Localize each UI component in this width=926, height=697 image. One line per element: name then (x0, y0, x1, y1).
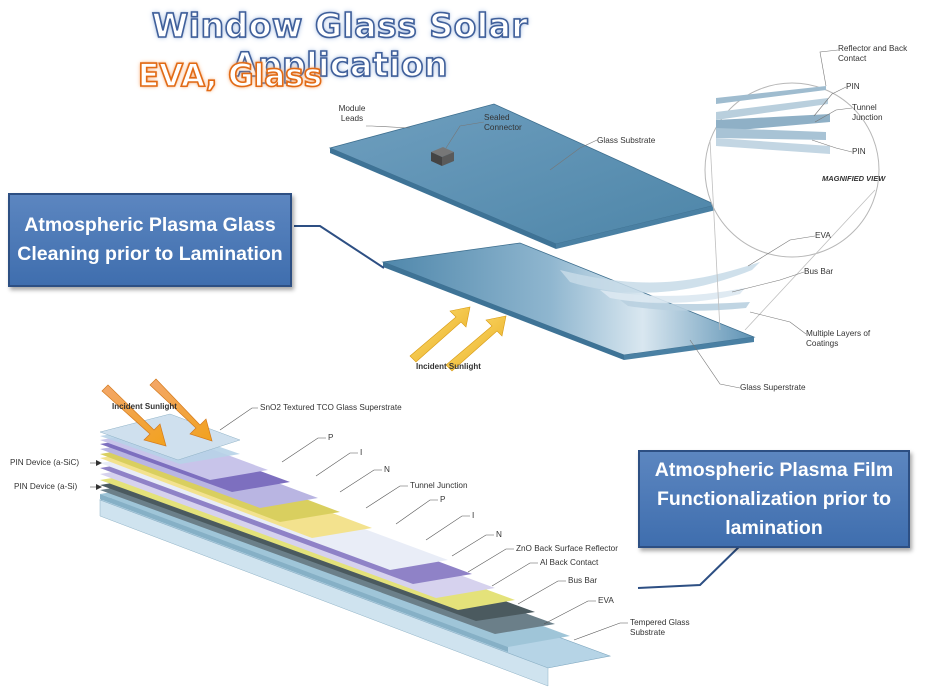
label-multiple-layers: Multiple Layers of Coatings (806, 329, 871, 348)
label-n-2: N (496, 530, 502, 539)
label-al-back-contact: Al Back Contact (540, 558, 599, 567)
label-bus-bar-top: Bus Bar (804, 267, 834, 276)
magnified-view-circle (704, 82, 880, 331)
label-bus-bar-bottom: Bus Bar (568, 576, 598, 585)
label-tunnel-junction-top: Tunnel Junction (852, 103, 883, 122)
label-pin-2: PIN (852, 147, 866, 156)
label-p-2: P (440, 495, 446, 504)
label-incident-sunlight-bottom: Incident Sunlight (112, 402, 177, 411)
plasma-glass-cleaning-text: Atmospheric Plasma Glass Cleaning prior … (17, 214, 283, 265)
bottom-leader-lines (90, 407, 628, 641)
page-title: Window Glass Solar Application (151, 5, 529, 85)
label-incident-sunlight-top: Incident Sunlight (416, 362, 481, 371)
label-pin-device-asi: PIN Device (a-Si) (14, 482, 78, 491)
top-callout-connector (294, 225, 385, 269)
label-sealed-connector: Sealed Connector (484, 113, 522, 132)
bottom-sunlight-arrows (101, 378, 213, 447)
label-module-leads: Module Leads (338, 104, 366, 123)
top-leader-lines (366, 49, 853, 389)
page-subtitle: EVA, Glass (137, 57, 323, 95)
label-zno-reflector: ZnO Back Surface Reflector (516, 544, 618, 553)
plasma-glass-cleaning-callout: Atmospheric Plasma Glass Cleaning prior … (8, 193, 292, 287)
bottom-callout-connector (637, 539, 747, 589)
sealed-connector-box (431, 147, 454, 166)
label-sno2-superstrate: SnO2 Textured TCO Glass Superstrate (260, 403, 402, 412)
middle-glass-superstrate (381, 242, 760, 360)
top-glass-substrate (328, 103, 718, 249)
label-tunnel-junction-bottom: Tunnel Junction (410, 481, 468, 490)
label-glass-substrate: Glass Substrate (597, 136, 656, 145)
label-i-1: I (360, 448, 363, 457)
label-pin-device-asic: PIN Device (a-SiC) (10, 458, 80, 467)
label-pin-1: PIN (846, 82, 860, 91)
label-glass-superstrate: Glass Superstrate (740, 383, 806, 392)
label-magnified-view: MAGNIFIED VIEW (822, 174, 886, 183)
label-tempered-glass: Tempered Glass Substrate (630, 618, 690, 637)
label-n-1: N (384, 465, 390, 474)
label-eva-top: EVA (815, 231, 831, 240)
label-p-1: P (328, 433, 334, 442)
label-reflector-back-contact: Reflector and Back Contact (838, 44, 908, 63)
layer-stack (98, 413, 612, 687)
top-sunlight-arrows (409, 306, 507, 372)
label-i-2: I (472, 511, 475, 520)
label-eva-bottom: EVA (598, 596, 614, 605)
plasma-film-functionalization-callout: Atmospheric Plasma Film Functionalizatio… (638, 450, 910, 548)
plasma-film-functionalization-text: Atmospheric Plasma Film Functionalizatio… (654, 458, 894, 539)
